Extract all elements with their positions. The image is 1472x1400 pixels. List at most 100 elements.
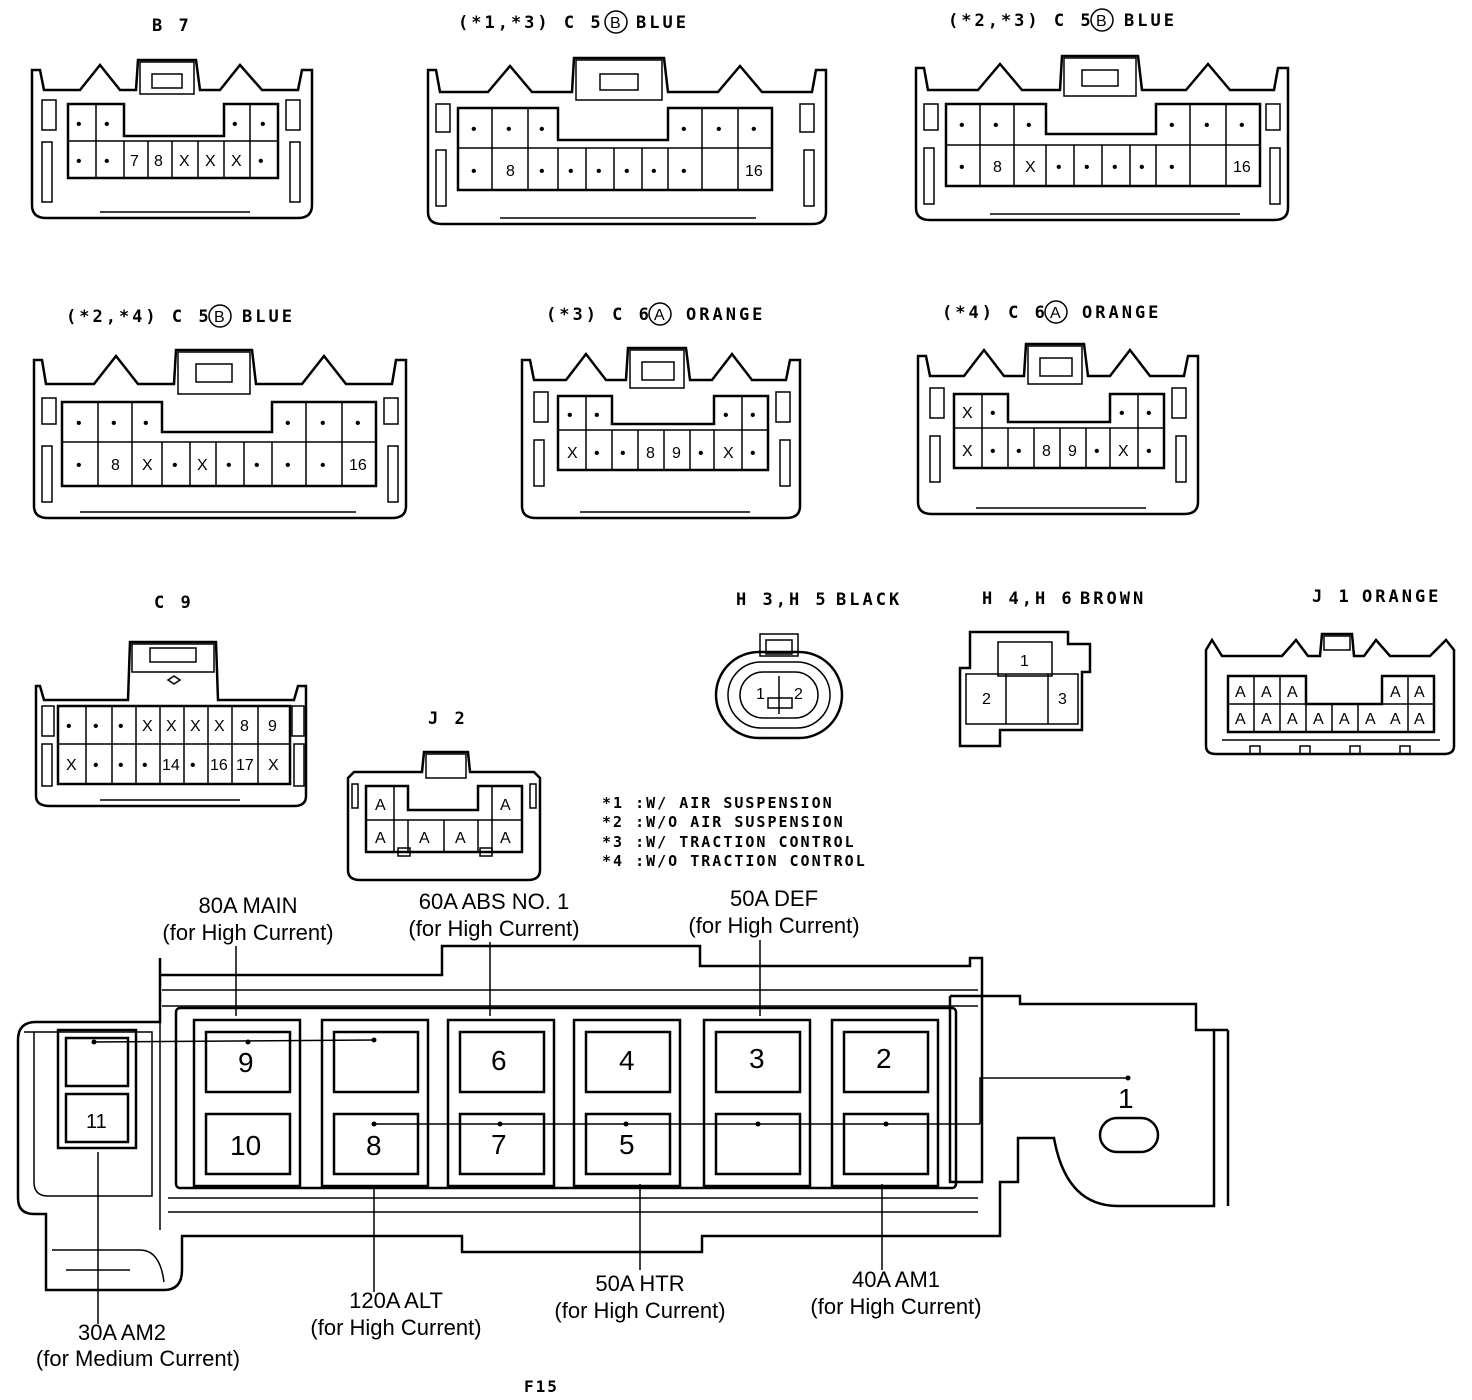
c5-pin: • — [76, 457, 82, 474]
h3h5-pin: 1 — [756, 686, 765, 703]
j1-label: J 1 — [1312, 587, 1352, 607]
c5-pin: 8 — [506, 163, 515, 180]
c5-pin: 8 — [993, 159, 1002, 176]
c5-pin: • — [1026, 117, 1032, 134]
c5-pin: • — [539, 163, 545, 180]
j2-pin: A — [500, 830, 511, 847]
c6-3-mark: A — [654, 307, 665, 324]
connector-c6-4: (*4) C 6 A ORANGE X • • • X • • 8 9 • X … — [916, 300, 1200, 516]
c9-pin: 9 — [268, 718, 277, 735]
note-3: *3 :W/ TRACTION CONTROL — [602, 833, 856, 851]
c6-pin: • — [620, 445, 626, 462]
c5-pin: • — [1056, 159, 1062, 176]
j1-pin: A — [1390, 711, 1401, 728]
connector-c5-2-4: (*2,*4) C 5 B BLUE • • • • • • • 8 X • X… — [32, 304, 408, 520]
j1-pin: A — [1287, 711, 1298, 728]
c5-pin: • — [681, 121, 687, 138]
connector-h4-h6: H 4,H 6 BROWN 1 2 3 — [958, 589, 1143, 748]
c5-pin: • — [716, 121, 722, 138]
j1-pin: A — [1390, 684, 1401, 701]
c5-1-3-color: BLUE — [636, 13, 689, 33]
c6-pin: • — [750, 407, 756, 424]
connector-c5-1-3: (*1,*3) C 5 B BLUE • • • • • • • 8 • • •… — [426, 10, 828, 226]
c5-pin: • — [471, 121, 477, 138]
fuse-block: 9 10 8 6 7 4 5 3 2 1 11 — [16, 940, 1230, 1324]
c6-pin: • — [1094, 443, 1100, 460]
c9-pin: 8 — [240, 718, 249, 735]
c5-pin: • — [1139, 159, 1145, 176]
c5-pin: • — [320, 415, 326, 432]
c5-pin: X — [1025, 159, 1036, 176]
c6-pin: • — [990, 443, 996, 460]
c9-pin: • — [66, 718, 72, 735]
c6-pin: • — [698, 445, 704, 462]
c5-pin: • — [651, 163, 657, 180]
c6-pin: • — [750, 445, 756, 462]
c5-pin: • — [506, 121, 512, 138]
b7-pin: • — [104, 116, 110, 133]
b7-pin: • — [232, 116, 238, 133]
c6-pin: • — [990, 405, 996, 422]
j2-pin: A — [500, 797, 511, 814]
c6-pin: X — [723, 445, 734, 462]
fuse-slot-2: 2 — [876, 1043, 892, 1074]
caption-50a-htr: 50A HTR — [595, 1271, 684, 1296]
c9-pin: • — [118, 757, 124, 774]
c5-pin: • — [959, 117, 965, 134]
caption-30a-am2-sub: (for Medium Current) — [36, 1346, 240, 1371]
c5-1-3-mark: B — [610, 15, 621, 32]
c6-4-color: ORANGE — [1082, 303, 1161, 323]
b7-pin: • — [258, 153, 264, 170]
c9-pin: X — [166, 718, 177, 735]
c5-2-3-mark: B — [1096, 13, 1107, 30]
j1-pin: A — [1313, 711, 1324, 728]
c6-4-label: (*4) C 6 — [942, 303, 1048, 323]
c6-pin: X — [1118, 443, 1129, 460]
c6-pin: 9 — [672, 445, 681, 462]
j1-pin: A — [1261, 684, 1272, 701]
figure-id: F15 — [524, 1377, 559, 1396]
c6-pin: 9 — [1068, 443, 1077, 460]
j2-pin: A — [375, 797, 386, 814]
h4h6-label: H 4,H 6 — [982, 589, 1075, 609]
c9-pin: X — [66, 757, 77, 774]
connector-j2: J 2 A A A A A A — [346, 709, 542, 882]
b7-pin: X — [231, 153, 242, 170]
c5-pin: • — [471, 163, 477, 180]
c6-pin: • — [1146, 405, 1152, 422]
connector-c5-2-3: (*2,*3) C 5 B BLUE • • • • • • • 8 X • •… — [914, 8, 1290, 222]
c5-2-3-label: (*2,*3) C 5 — [948, 11, 1094, 31]
c5-pin: • — [1084, 159, 1090, 176]
b7-pin: 8 — [154, 153, 163, 170]
notes-legend: *1 :W/ AIR SUSPENSION *2 :W/O AIR SUSPEN… — [602, 794, 865, 870]
c9-pin: • — [190, 757, 196, 774]
c5-pin: X — [142, 457, 153, 474]
caption-50a-def: 50A DEF — [730, 886, 818, 911]
fuse-slot-3: 3 — [749, 1043, 765, 1074]
b7-pin: • — [104, 153, 110, 170]
c5-pin: • — [1239, 117, 1245, 134]
fuse-slot-10: 10 — [230, 1130, 261, 1161]
c6-pin: • — [594, 445, 600, 462]
caption-120a-alt: 120A ALT — [349, 1288, 443, 1313]
h4h6-pin: 2 — [982, 691, 991, 708]
j1-pin: A — [1261, 711, 1272, 728]
c6-pin: X — [962, 443, 973, 460]
h3h5-pin: 2 — [794, 686, 803, 703]
c5-pin: • — [568, 163, 574, 180]
c6-pin: • — [594, 407, 600, 424]
caption-50a-htr-sub: (for High Current) — [554, 1298, 725, 1323]
fuse-captions: 80A MAIN (for High Current) 60A ABS NO. … — [36, 886, 982, 1371]
b7-pin: X — [179, 153, 190, 170]
c5-pin: 16 — [349, 457, 367, 474]
c5-pin: • — [539, 121, 545, 138]
c6-pin: • — [723, 407, 729, 424]
fuse-slot-9: 9 — [238, 1047, 254, 1078]
h4h6-pin: 1 — [1020, 653, 1029, 670]
caption-80a-main-sub: (for High Current) — [162, 920, 333, 945]
j1-pin: A — [1365, 711, 1376, 728]
j2-pin: A — [375, 830, 386, 847]
c5-pin: • — [1169, 117, 1175, 134]
c5-pin: • — [1112, 159, 1118, 176]
